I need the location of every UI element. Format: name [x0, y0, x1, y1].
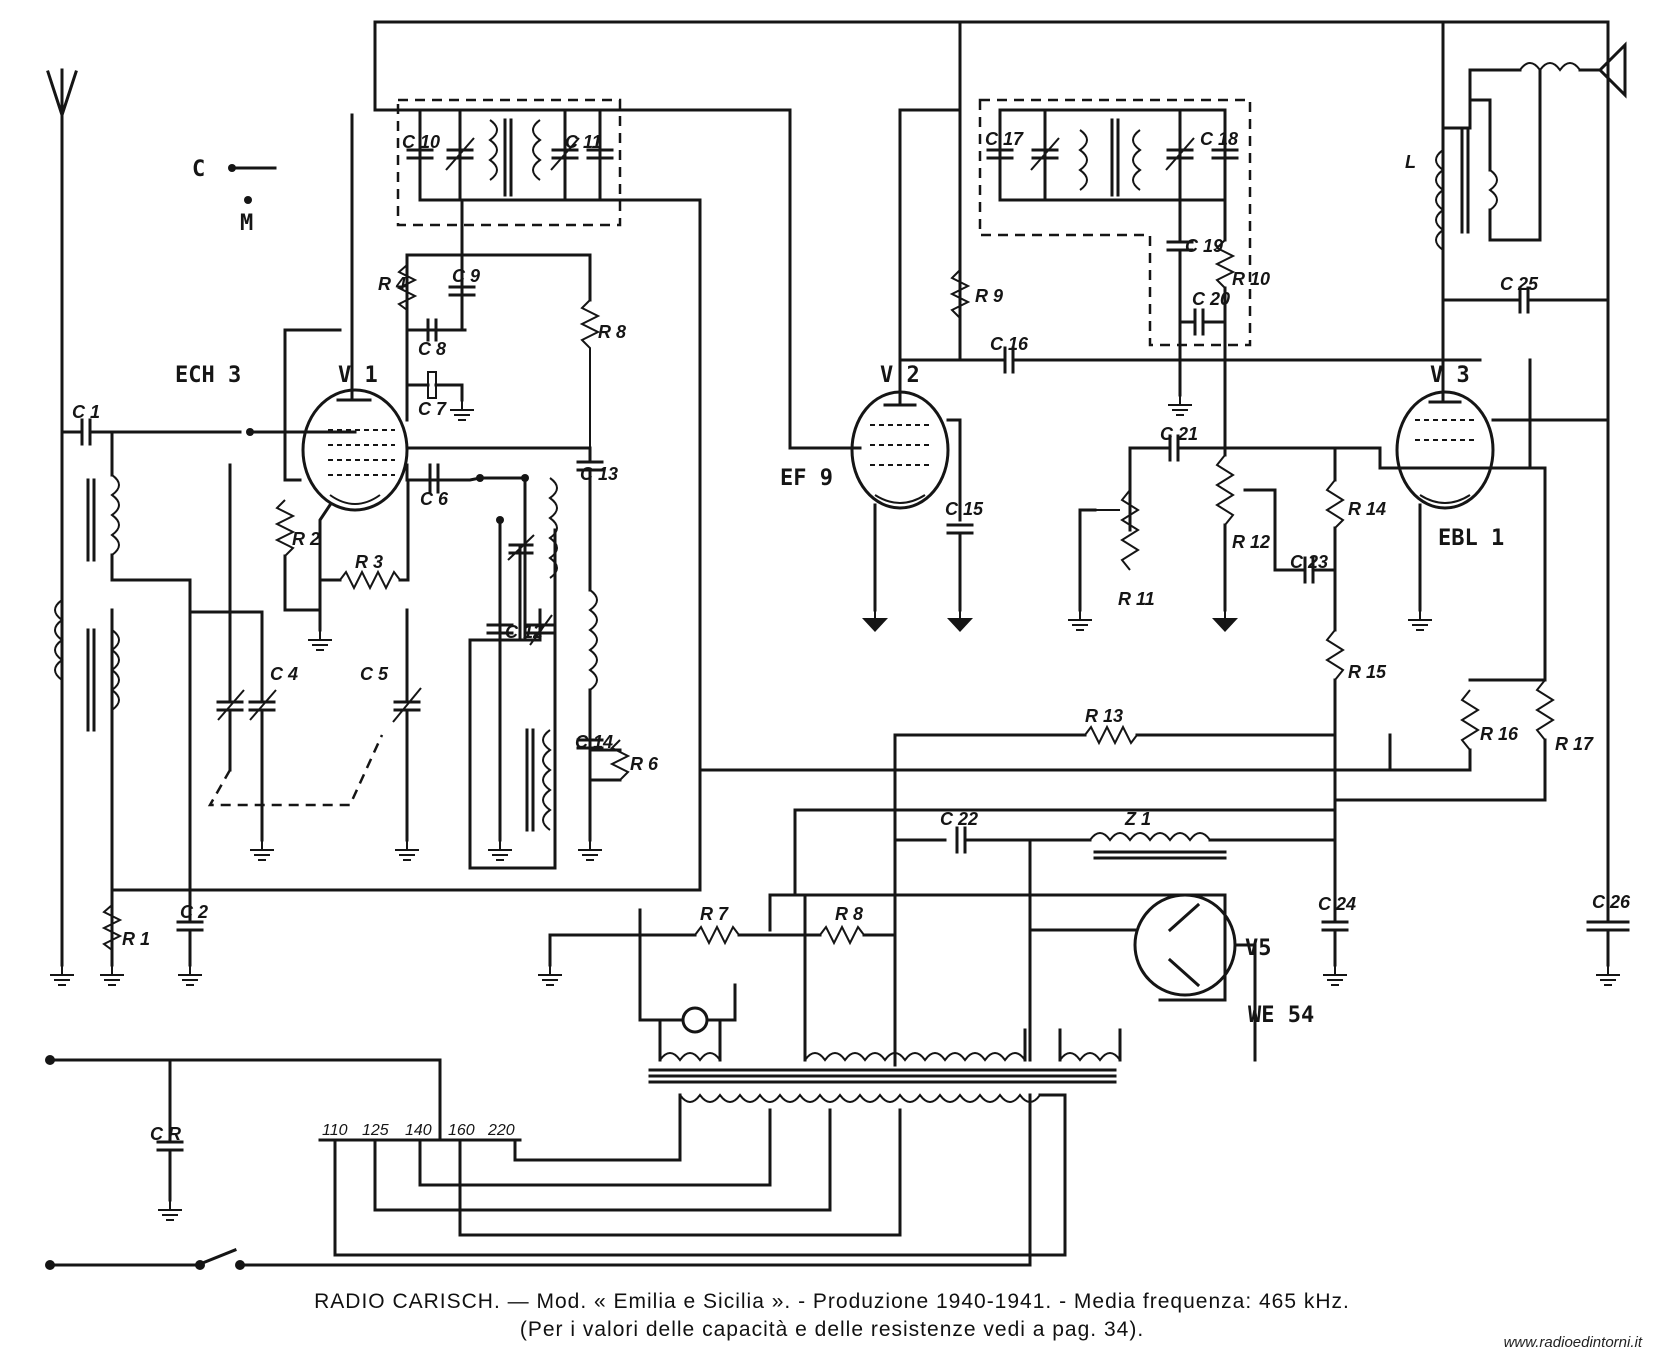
r3-label: R 3	[355, 552, 383, 572]
c16-capacitor	[958, 346, 1482, 374]
v1-name-label: V 1	[338, 363, 378, 388]
r12-label: R 12	[1232, 532, 1270, 552]
antenna	[46, 68, 78, 986]
top-supply-rail	[373, 20, 1610, 362]
c18-label: C 18	[1200, 129, 1238, 149]
c17-label: C 17	[985, 129, 1024, 149]
v5-type-label: WE 54	[1248, 1003, 1314, 1028]
r8-osc-label: R 8	[598, 322, 626, 342]
mains-input	[45, 1055, 1032, 1270]
v3-ebl1-tube	[1378, 298, 1610, 631]
tuning-gang	[207, 463, 384, 861]
bias-network	[1333, 466, 1555, 802]
r9-resistor	[949, 269, 971, 319]
watermark: www.radioedintorni.it	[1503, 1334, 1642, 1351]
tap-160-label: 160	[448, 1122, 475, 1139]
z1-label: Z 1	[1124, 809, 1151, 829]
c9-label: C 9	[452, 266, 480, 286]
r11-label: R 11	[1118, 589, 1155, 609]
output-transformer	[1435, 41, 1627, 302]
v1-type-label: ECH 3	[175, 363, 241, 388]
c16-label: C 16	[990, 334, 1029, 354]
r14-label: R 14	[1348, 499, 1386, 519]
r3-resistor	[318, 478, 410, 591]
power-transformer	[333, 893, 1122, 1257]
c25-capacitor	[1441, 286, 1610, 314]
power-supply	[768, 768, 1337, 1067]
c25-label: C 25	[1500, 274, 1539, 294]
r2-label: R 2	[292, 529, 320, 549]
band-switch	[198, 164, 357, 436]
r17-label: R 17	[1555, 734, 1594, 754]
c4-label: C 4	[270, 664, 298, 684]
c8-label: C 8	[418, 339, 446, 359]
r8-label: R 8	[835, 904, 863, 924]
tap-125-label: 125	[362, 1122, 389, 1139]
v5-rectifier	[1088, 893, 1257, 1062]
v3-name-label: V 3	[1430, 363, 1470, 388]
c21-label: C 21	[1160, 424, 1198, 444]
c15-label: C 15	[945, 499, 984, 519]
c23-label: C 23	[1290, 552, 1328, 572]
r13-label: R 13	[1085, 706, 1123, 726]
r1-label: R 1	[122, 929, 150, 949]
v5-name-label: V5	[1245, 936, 1272, 961]
c10-label: C 10	[402, 132, 440, 152]
c13-label: C 13	[580, 464, 618, 484]
c26-capacitor	[1586, 198, 1630, 986]
tap-140-label: 140	[405, 1122, 432, 1139]
v3-type-label: EBL 1	[1438, 526, 1504, 551]
caption-title: RADIO CARISCH. — Mod. « Emilia e Sicilia…	[314, 1290, 1350, 1313]
c26-label: C 26	[1592, 892, 1631, 912]
switch-m-label: M	[240, 211, 253, 236]
cr-label: C R	[150, 1124, 181, 1144]
input-coils	[54, 430, 232, 967]
l-label: L	[1405, 152, 1416, 172]
c7-label: C 7	[418, 399, 447, 419]
c22-label: C 22	[940, 809, 978, 829]
c12-label: C 12	[505, 622, 543, 642]
v2-name-label: V 2	[880, 363, 920, 388]
r7-label: R 7	[700, 904, 729, 924]
r16-label: R 16	[1480, 724, 1519, 744]
switch-c-label: C	[192, 157, 205, 182]
labels: ECH 3 V 1 EF 9 V 2 EBL 1 V 3 WE 54 V5 C …	[72, 129, 1631, 1144]
osc-circuit	[396, 198, 631, 870]
c14-label: C 14	[575, 732, 613, 752]
r2-resistor	[274, 499, 322, 612]
v2-type-label: EF 9	[780, 466, 833, 491]
r7-r8-network	[537, 908, 897, 1034]
r6-label: R 6	[630, 754, 659, 774]
c1-label: C 1	[72, 402, 100, 422]
c5-trimmer	[392, 608, 422, 861]
v2-ef9-tube	[850, 108, 974, 633]
c19-label: C 19	[1185, 236, 1223, 256]
r10-label: R 10	[1232, 269, 1270, 289]
c1-capacitor	[60, 418, 114, 446]
tap-220-label: 220	[487, 1122, 515, 1139]
c5-label: C 5	[360, 664, 389, 684]
if-transformer-2	[978, 98, 1252, 457]
r13-resistor	[893, 724, 1337, 772]
if-transformer-1	[188, 98, 1392, 892]
detector-network	[1067, 434, 1337, 633]
r15-label: R 15	[1348, 662, 1387, 682]
r1-resistor	[99, 904, 125, 986]
c24-label: C 24	[1318, 894, 1356, 914]
c11-label: C 11	[565, 132, 602, 152]
tap-110-label: 110	[322, 1122, 348, 1139]
c6-label: C 6	[420, 489, 449, 509]
r4-label: R 4	[378, 274, 406, 294]
r9-label: R 9	[975, 286, 1003, 306]
c20-label: C 20	[1192, 289, 1230, 309]
r14-r15-chain	[1321, 446, 1382, 986]
c2-capacitor	[176, 578, 204, 986]
c2-label: C 2	[180, 902, 208, 922]
caption-note: (Per i valori delle capacità e delle res…	[519, 1318, 1145, 1341]
